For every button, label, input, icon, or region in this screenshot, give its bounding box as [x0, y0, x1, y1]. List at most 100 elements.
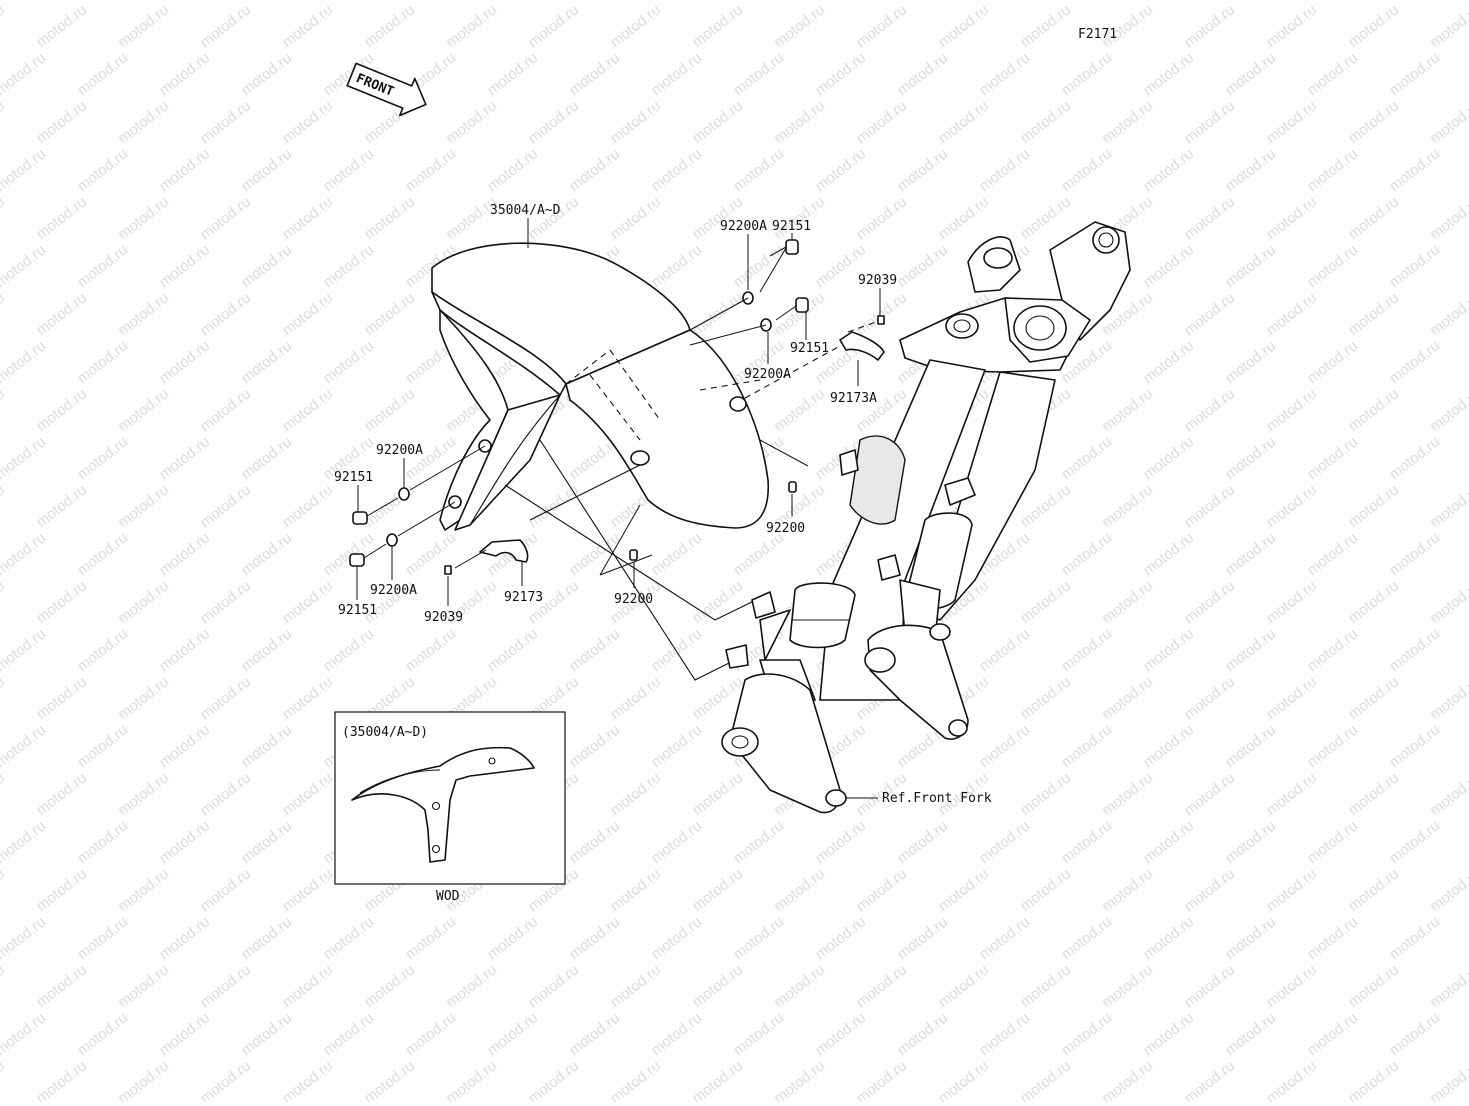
watermark-text: motod.ru [1386, 241, 1443, 291]
watermark-text: motod.ru [1017, 673, 1074, 723]
watermark-text: motod.ru [1140, 145, 1197, 195]
watermark-text: motod.ru [1058, 1009, 1115, 1059]
watermark-text: motod.ru [115, 769, 172, 819]
watermark-text: motod.ru [1345, 193, 1402, 243]
watermark-text: motod.ru [320, 913, 377, 963]
watermark-text: motod.ru [1017, 1, 1074, 51]
watermark-text: motod.ru [1017, 865, 1074, 915]
watermark-text: motod.ru [1263, 961, 1320, 1011]
watermark-text: motod.ru [238, 145, 295, 195]
watermark-text: motod.ru [853, 961, 910, 1011]
watermark-text: motod.ru [730, 817, 787, 867]
washer-left-1[interactable] [398, 487, 410, 501]
watermark-text: motod.ru [484, 913, 541, 963]
screw-left[interactable] [444, 565, 452, 575]
watermark-text: motod.ru [853, 289, 910, 339]
watermark-text: motod.ru [976, 0, 1033, 3]
watermark-text: motod.ru [33, 385, 90, 435]
watermark-text: motod.ru [197, 673, 254, 723]
watermark-text: motod.ru [525, 1057, 582, 1102]
watermark-text: motod.ru [976, 49, 1033, 99]
watermark-text: motod.ru [238, 529, 295, 579]
watermark-text: motod.ru [812, 49, 869, 99]
watermark-text: motod.ru [156, 433, 213, 483]
watermark-text: motod.ru [279, 1057, 336, 1102]
grommet-right[interactable] [788, 481, 797, 493]
watermark-text: motod.ru [812, 145, 869, 195]
watermark-text: motod.ru [115, 577, 172, 627]
watermark-text: motod.ru [1345, 97, 1402, 147]
watermark-text: motod.ru [935, 1, 992, 51]
watermark-text: motod.ru [1345, 673, 1402, 723]
inset-box: (35004/A~D) WOD [334, 711, 566, 904]
watermark-text: motod.ru [1099, 1057, 1156, 1102]
watermark-text: motod.ru [238, 625, 295, 675]
watermark-text: motod.ru [853, 865, 910, 915]
watermark-text: motod.ru [484, 49, 541, 99]
watermark-text: motod.ru [1386, 625, 1443, 675]
watermark-text: motod.ru [1140, 913, 1197, 963]
watermark-text: motod.ru [1099, 97, 1156, 147]
watermark-text: motod.ru [1222, 625, 1279, 675]
watermark-text: motod.ru [0, 289, 8, 339]
watermark-text: motod.ru [1099, 865, 1156, 915]
watermark-text: motod.ru [976, 1009, 1033, 1059]
watermark-text: motod.ru [361, 289, 418, 339]
washer-left-2[interactable] [386, 533, 398, 547]
watermark-text: motod.ru [0, 337, 49, 387]
watermark-text: motod.ru [74, 625, 131, 675]
clamp-right[interactable] [839, 331, 885, 361]
bolt-left-1[interactable] [352, 511, 368, 525]
watermark-text: motod.ru [648, 49, 705, 99]
watermark-text: motod.ru [0, 817, 49, 867]
watermark-text: motod.ru [689, 1, 746, 51]
watermark-text: motod.ru [1263, 481, 1320, 531]
watermark-text: motod.ru [1222, 1009, 1279, 1059]
watermark-text: motod.ru [1058, 145, 1115, 195]
watermark-text: motod.ru [443, 1057, 500, 1102]
watermark-text: motod.ru [361, 481, 418, 531]
watermark-text: motod.ru [0, 721, 49, 771]
front-fender[interactable] [431, 242, 770, 531]
watermark-text: motod.ru [0, 241, 49, 291]
watermark-text: motod.ru [1222, 337, 1279, 387]
watermark-text: motod.ru [402, 625, 459, 675]
watermark-text: motod.ru [279, 97, 336, 147]
bolt-top-2[interactable] [795, 297, 809, 313]
watermark-text: motod.ru [1345, 289, 1402, 339]
watermark-text: motod.ru [361, 1057, 418, 1102]
watermark-text: motod.ru [648, 241, 705, 291]
bolt-left-2[interactable] [349, 553, 365, 567]
grommet-left[interactable] [629, 549, 638, 561]
watermark-text: motod.ru [1263, 193, 1320, 243]
watermark-text: motod.ru [156, 0, 213, 3]
watermark-text: motod.ru [33, 673, 90, 723]
watermark-text: motod.ru [1427, 289, 1469, 339]
watermark-text: motod.ru [0, 145, 49, 195]
watermark-text: motod.ru [1140, 529, 1197, 579]
watermark-text: motod.ru [566, 529, 623, 579]
watermark-text: motod.ru [771, 1, 828, 51]
watermark-text: motod.ru [1181, 289, 1238, 339]
watermark-text: motod.ru [484, 1009, 541, 1059]
watermark-text: motod.ru [320, 0, 377, 3]
watermark-text: motod.ru [935, 865, 992, 915]
watermark-text: motod.ru [976, 625, 1033, 675]
watermark-text: motod.ru [1263, 97, 1320, 147]
watermark-text: motod.ru [1386, 433, 1443, 483]
watermark-text: motod.ru [0, 673, 8, 723]
screw-right[interactable] [877, 315, 885, 325]
watermark-text: motod.ru [730, 0, 787, 3]
front-fork-assembly[interactable] [721, 221, 1131, 814]
inset-caption: WOD [436, 889, 460, 904]
watermark-text: motod.ru [1099, 673, 1156, 723]
clamp-left[interactable] [479, 539, 529, 563]
watermark-text: motod.ru [935, 1057, 992, 1102]
watermark-text: motod.ru [1427, 769, 1469, 819]
watermark-text: motod.ru [74, 721, 131, 771]
watermark-text: motod.ru [156, 1009, 213, 1059]
watermark-text: motod.ru [935, 961, 992, 1011]
watermark-text: motod.ru [894, 817, 951, 867]
watermark-text: motod.ru [1222, 721, 1279, 771]
watermark-text: motod.ru [648, 625, 705, 675]
